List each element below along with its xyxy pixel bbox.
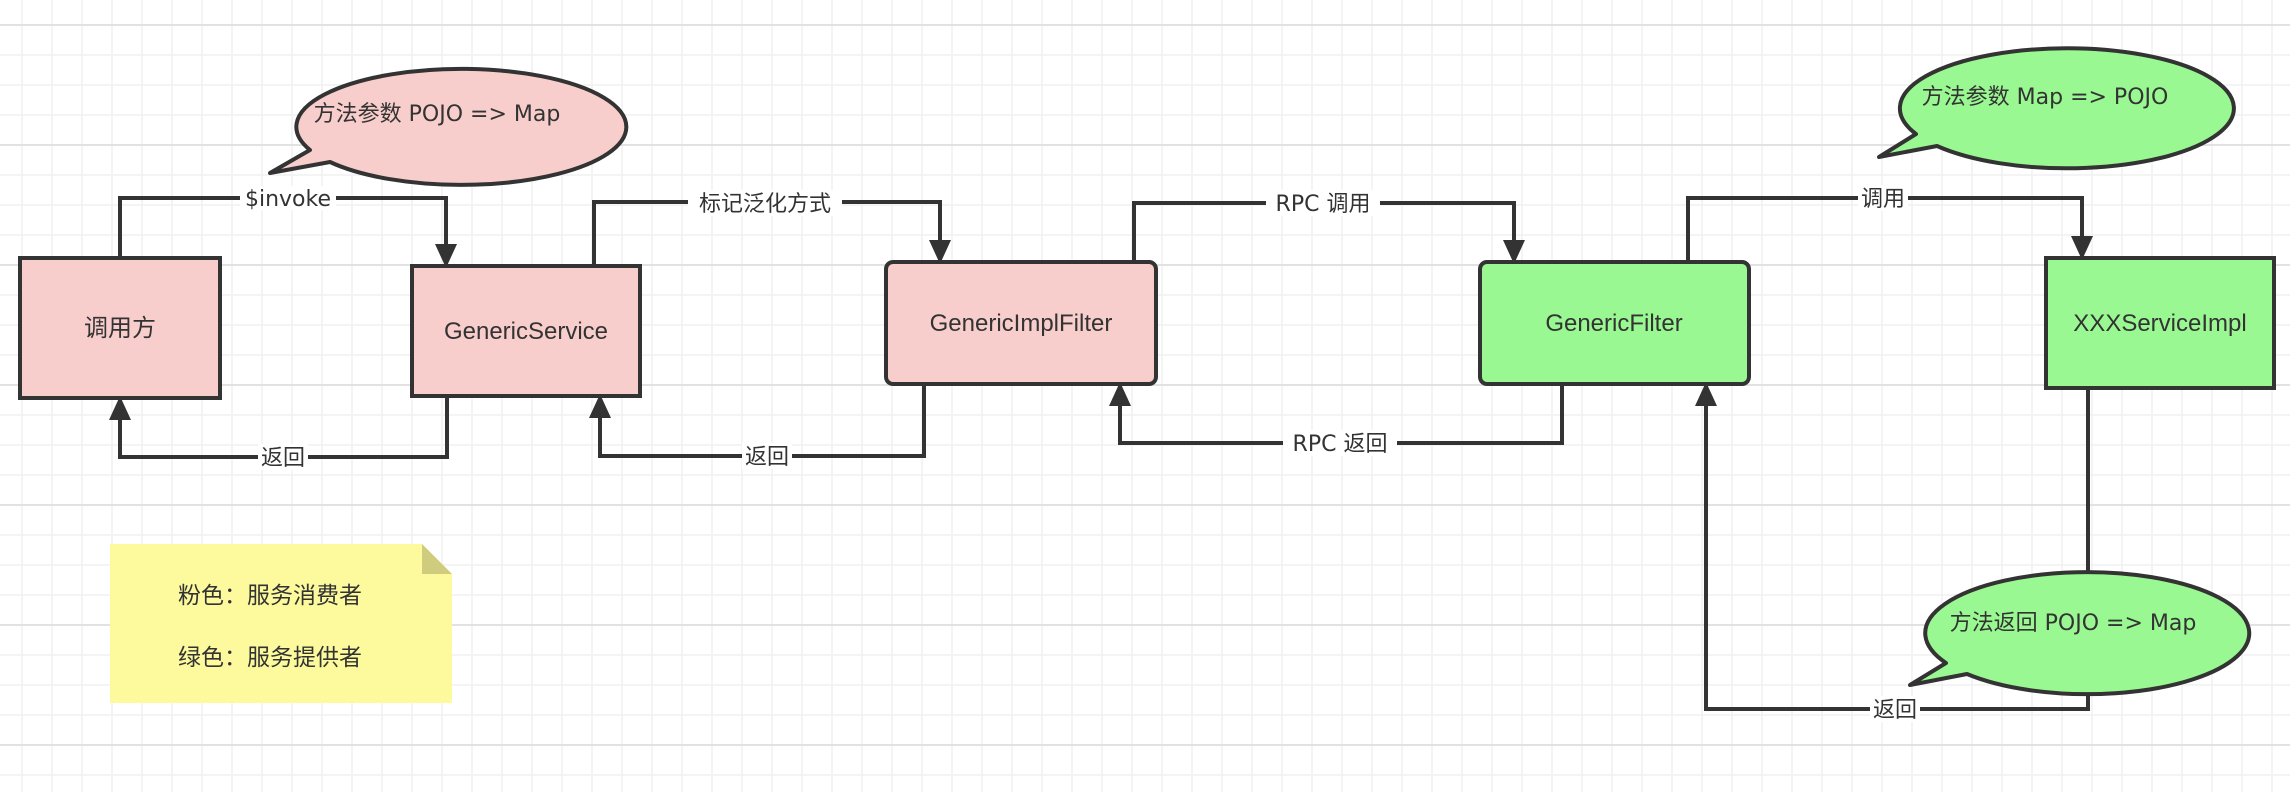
edge-filter-to-impl[interactable]: 调用 <box>1686 185 2093 262</box>
node-caller-label: 调用方 <box>84 315 156 342</box>
edge-impl-filter-to-service[interactable]: 返回 <box>589 384 926 470</box>
node-generic-filter[interactable]: GenericFilter <box>1478 260 1751 386</box>
legend-pink-text: 粉色：服务消费者 <box>178 583 362 609</box>
edge-filter-to-impl-filter[interactable]: RPC 返回 <box>1109 382 1564 457</box>
callout-provider-return[interactable]: 方法返回 POJO => Map <box>1908 570 2252 697</box>
node-generic-impl-filter-label: GenericImplFilter <box>930 310 1113 337</box>
edge-label-return-3: 返回 <box>1873 698 1917 723</box>
node-generic-service-label: GenericService <box>444 318 608 345</box>
callout-consumer-params[interactable]: 方法参数 POJO => Map <box>268 66 629 187</box>
node-service-impl-label: XXXServiceImpl <box>2073 310 2246 337</box>
edge-service-to-caller[interactable]: 返回 <box>109 396 449 471</box>
legend-green-text: 绿色：服务提供者 <box>178 645 362 671</box>
node-caller[interactable]: 调用方 <box>18 256 222 400</box>
edge-label-mark-generic: 标记泛化方式 <box>699 192 831 217</box>
edge-caller-to-service[interactable]: $invoke <box>118 186 457 268</box>
callout-provider-return-text: 方法返回 POJO => Map <box>1950 611 2197 636</box>
node-generic-service[interactable]: GenericService <box>410 264 642 398</box>
legend-note[interactable]: 粉色：服务消费者 绿色：服务提供者 <box>110 544 452 703</box>
edge-label-call: 调用 <box>1861 187 1905 212</box>
node-service-impl[interactable]: XXXServiceImpl <box>2044 256 2276 390</box>
node-generic-filter-label: GenericFilter <box>1545 310 1682 337</box>
edge-impl-filter-to-filter[interactable]: RPC 调用 <box>1132 190 1525 264</box>
edge-service-to-impl-filter[interactable]: 标记泛化方式 <box>592 190 951 266</box>
edge-label-return-2: 返回 <box>745 445 789 470</box>
callout-consumer-params-text: 方法参数 POJO => Map <box>314 102 561 127</box>
edge-impl-to-filter[interactable]: 返回 <box>1695 382 2090 723</box>
edge-label-rpc-call: RPC 调用 <box>1276 192 1371 217</box>
callout-provider-params[interactable]: 方法参数 Map => POJO <box>1877 46 2236 171</box>
edge-label-invoke: $invoke <box>245 187 331 212</box>
edge-label-return-1: 返回 <box>261 446 305 471</box>
edge-label-rpc-return: RPC 返回 <box>1293 432 1388 457</box>
node-generic-impl-filter[interactable]: GenericImplFilter <box>884 260 1158 386</box>
callout-provider-params-text: 方法参数 Map => POJO <box>1922 85 2169 110</box>
